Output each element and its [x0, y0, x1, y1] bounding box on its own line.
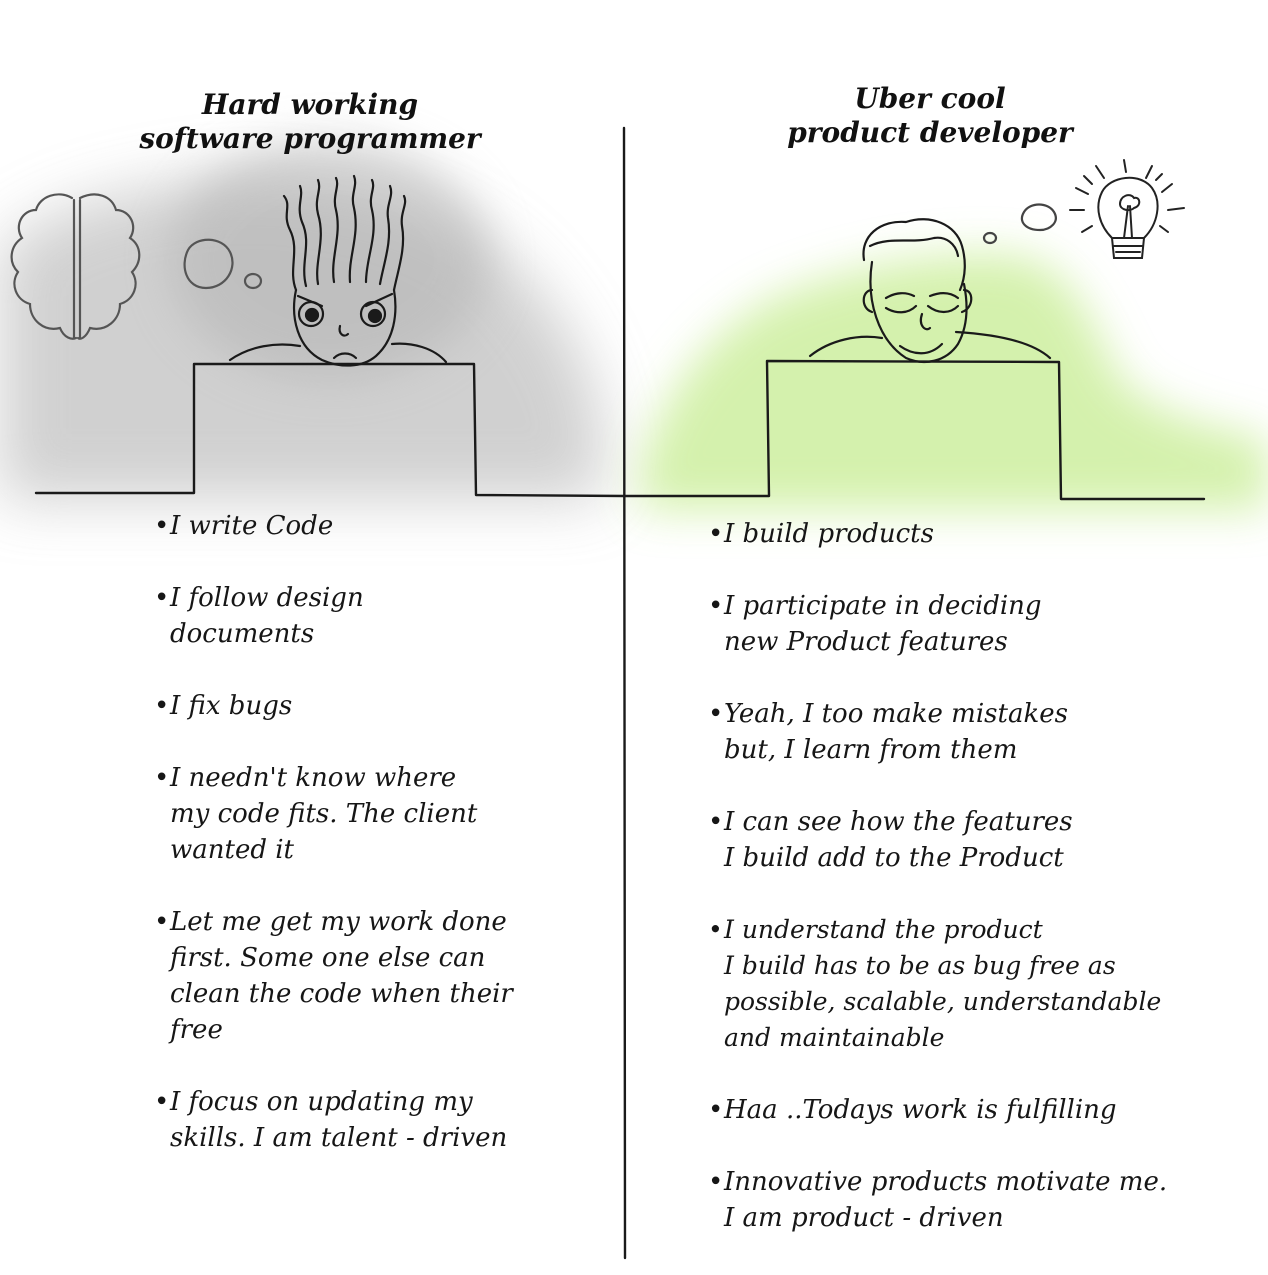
- left-title: Hard working software programmer: [120, 88, 500, 156]
- list-item-line: free: [170, 1015, 223, 1045]
- list-item: I participate in deciding new Product fe…: [708, 588, 1258, 660]
- list-item-line: Yeah, I too make mistakes: [724, 699, 1068, 729]
- list-item-line: my code fits. The client: [170, 799, 478, 829]
- calm-developer-icon: [808, 218, 1052, 363]
- list-item: Haa ..Todays work is fulfilling: [708, 1092, 1258, 1128]
- list-item: I fix bugs: [154, 688, 594, 724]
- list-item-line: clean the code when their: [170, 979, 513, 1009]
- list-item-line: I participate in deciding: [724, 591, 1042, 621]
- list-item-line: I am product - driven: [724, 1203, 1004, 1233]
- lightbulb-icon: [1069, 159, 1185, 259]
- list-item-line: I focus on updating my: [170, 1087, 473, 1117]
- list-item-line: I fix bugs: [170, 691, 293, 721]
- list-item: I focus on updating my skills. I am tale…: [154, 1084, 594, 1156]
- list-item-line: documents: [170, 619, 315, 649]
- list-item-line: skills. I am talent - driven: [170, 1123, 508, 1153]
- list-item-line: I build add to the Product: [724, 843, 1064, 873]
- list-item-line: new Product features: [724, 627, 1008, 657]
- list-item: Yeah, I too make mistakes but, I learn f…: [708, 696, 1258, 768]
- list-item-line: but, I learn from them: [724, 735, 1018, 765]
- list-item-line: Innovative products motivate me.: [724, 1167, 1168, 1197]
- right-green-glow: [640, 254, 1268, 510]
- list-item: I build products: [708, 516, 1258, 552]
- list-item: I write Code: [154, 508, 594, 544]
- list-item-line: first. Some one else can: [170, 943, 486, 973]
- list-item: I needn't know where my code fits. The c…: [154, 760, 594, 868]
- list-item: Let me get my work done first. Some one …: [154, 904, 594, 1048]
- list-item: I follow design documents: [154, 580, 594, 652]
- list-item: I understand the product I build has to …: [708, 912, 1258, 1056]
- left-title-line-2: software programmer: [139, 122, 481, 155]
- right-title: Uber cool product developer: [760, 82, 1100, 150]
- list-item-line: I write Code: [170, 511, 334, 541]
- thought-bubble-icon: [183, 238, 263, 290]
- right-list: I build products I participate in decidi…: [708, 516, 1258, 1236]
- list-item-line: I understand the product: [724, 915, 1043, 944]
- center-divider: [622, 126, 627, 1260]
- frustrated-programmer-icon: [228, 174, 448, 367]
- list-item-line: wanted it: [170, 835, 295, 865]
- list-item-line: I follow design: [170, 583, 364, 613]
- list-item-line: I build products: [724, 519, 934, 549]
- right-title-line-1: Uber cool: [854, 82, 1006, 115]
- list-item-line: I needn't know where: [170, 763, 457, 793]
- left-title-line-1: Hard working: [201, 88, 419, 121]
- idea-thought-bubbles: [982, 203, 1057, 245]
- list-item-line: and maintainable: [724, 1023, 945, 1052]
- brain-icon: [10, 193, 141, 340]
- list-item: I can see how the features I build add t…: [708, 804, 1258, 876]
- list-item-line: Let me get my work done: [170, 907, 507, 937]
- list-item: Innovative products motivate me. I am pr…: [708, 1164, 1258, 1236]
- right-title-line-2: product developer: [787, 116, 1073, 149]
- list-item-line: I can see how the features: [724, 807, 1073, 837]
- list-item-line: possible, scalable, understandable: [724, 987, 1162, 1016]
- list-item-line: I build has to be as bug free as: [724, 951, 1116, 980]
- left-list: I write Code I follow design documents I…: [154, 508, 594, 1156]
- list-item-line: Haa ..Todays work is fulfilling: [724, 1095, 1117, 1125]
